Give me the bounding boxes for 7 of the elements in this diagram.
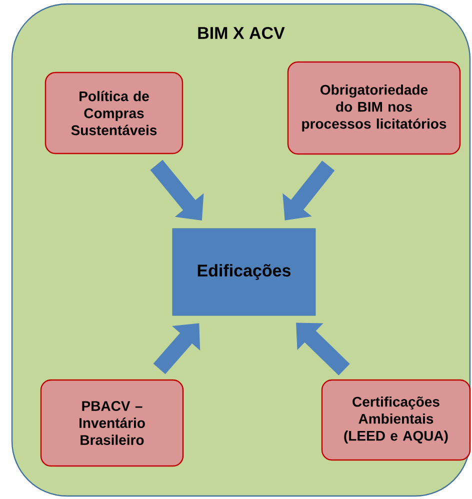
rounded-box: PBACV – Inventário Brasileiro — [40, 379, 184, 467]
center-box: Edificações — [172, 228, 316, 316]
block-arrow — [296, 322, 350, 376]
block-arrow — [150, 160, 204, 220]
rounded-box: Certificações Ambientais (LEED e AQUA) — [321, 379, 471, 461]
rounded-box: Política de Compras Sustentáveis — [44, 72, 184, 154]
rounded-box: Obrigatoriedade do BIM nos processos licitatórios — [287, 61, 461, 155]
